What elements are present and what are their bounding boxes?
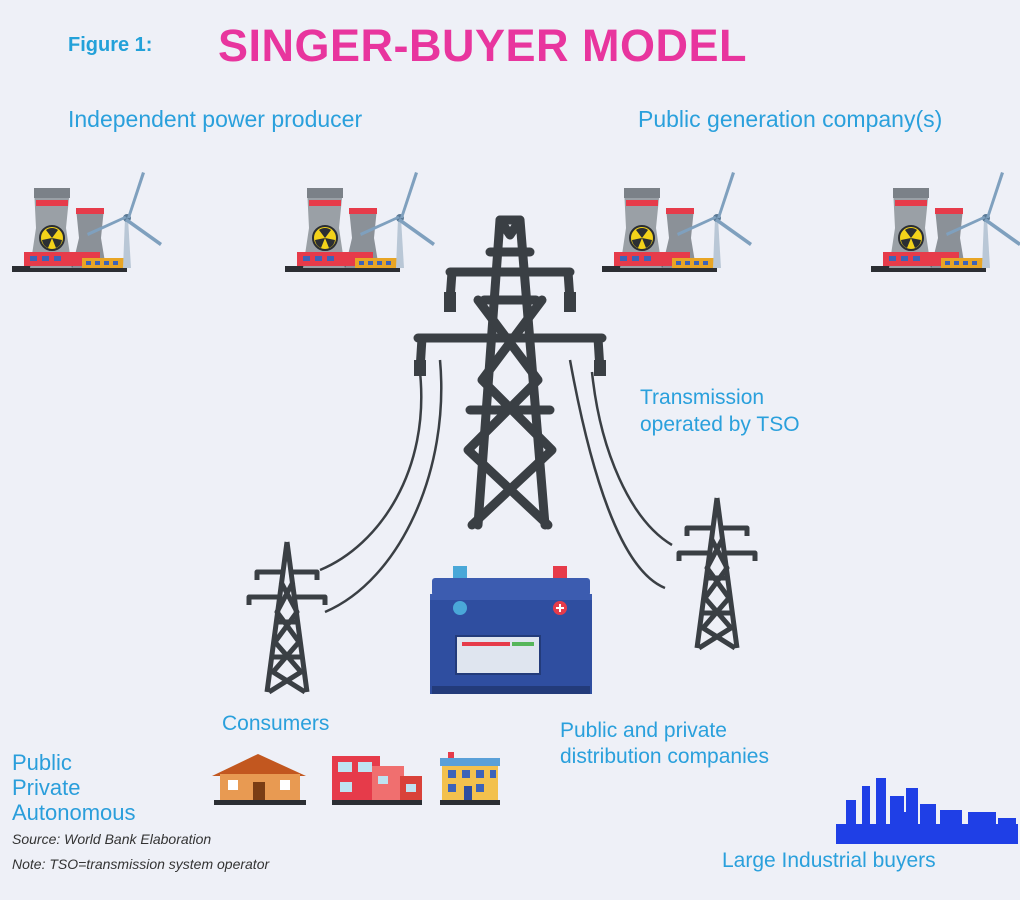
house-icon bbox=[332, 756, 422, 805]
transmission-label: Transmission operated by TSO bbox=[640, 384, 800, 438]
ownership-autonomous: Autonomous bbox=[12, 800, 136, 825]
house-icon bbox=[440, 752, 500, 805]
battery-icon bbox=[430, 566, 592, 694]
distribution-label-line2: distribution companies bbox=[560, 745, 769, 768]
transmission-tower-icon bbox=[679, 498, 755, 648]
transmission-label-line2: operated by TSO bbox=[640, 413, 800, 436]
abbreviation-note: Note: TSO=transmission system operator bbox=[12, 856, 270, 872]
ownership-private: Private bbox=[12, 775, 81, 800]
source-note: Source: World Bank Elaboration bbox=[12, 831, 212, 847]
power-plant-icon bbox=[11, 171, 163, 273]
power-plant-icon bbox=[870, 171, 1020, 273]
distribution-label: Public and private distribution companie… bbox=[560, 718, 769, 770]
transmission-tower-icon bbox=[413, 215, 607, 530]
transmission-label-line1: Transmission bbox=[640, 386, 765, 409]
ownership-public: Public bbox=[12, 750, 72, 775]
diagram-title: SINGER-BUYER MODEL bbox=[218, 20, 748, 71]
independent-power-producer-label: Independent power producer bbox=[68, 106, 363, 132]
industrial-buyers-label: Large Industrial buyers bbox=[722, 849, 936, 872]
factory-skyline-icon bbox=[836, 778, 1018, 844]
consumers-label: Consumers bbox=[222, 712, 330, 735]
distribution-label-line1: Public and private bbox=[560, 719, 727, 742]
power-cables bbox=[319, 359, 673, 614]
public-generation-company-label: Public generation company(s) bbox=[638, 106, 943, 132]
transmission-tower-icon bbox=[249, 542, 325, 692]
power-plant-icon bbox=[601, 171, 753, 273]
figure-label: Figure 1: bbox=[68, 34, 153, 56]
ownership-types: Public Private Autonomous bbox=[12, 750, 136, 825]
power-plant-icon bbox=[284, 171, 436, 273]
house-icon bbox=[212, 754, 306, 805]
